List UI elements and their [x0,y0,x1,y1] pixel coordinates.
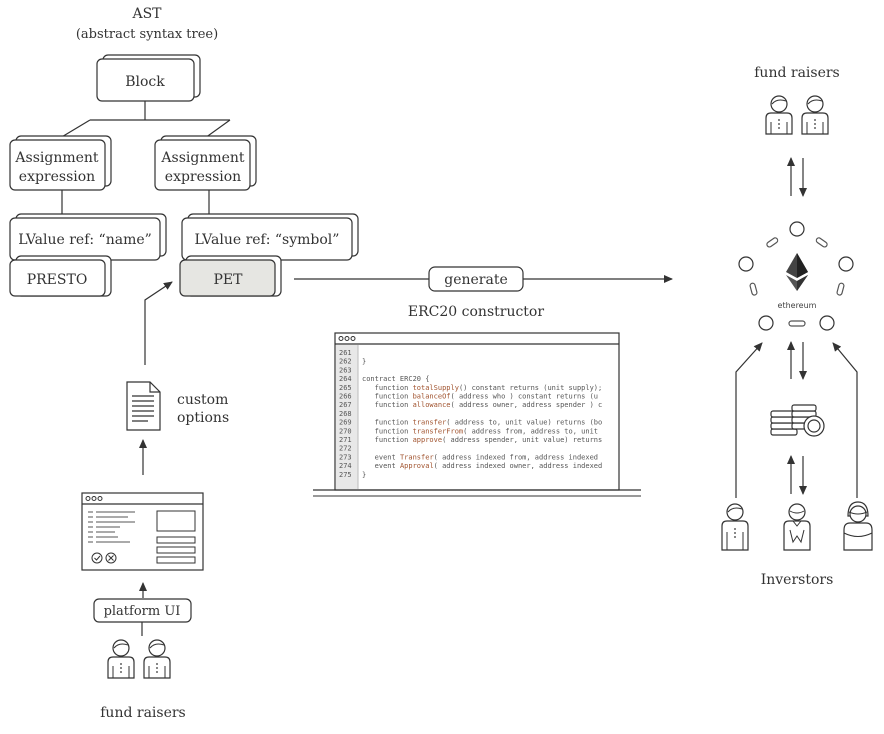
lvalue-node-1: LValue ref: “name” [9,213,167,261]
assignment-label-1a: Assignment [14,150,99,166]
custom-options-label-2: options [177,410,229,426]
tree-connector [59,101,231,139]
code-line-number: 272 [339,445,352,453]
investors-label: Inverstors [761,572,834,588]
document-icon [126,381,161,431]
code-line-number: 268 [339,410,352,418]
pet-node: PET [179,255,282,297]
code-line-number: 269 [339,419,352,427]
code-line-text: function totalSupply() constant returns … [362,384,602,392]
code-line-number: 265 [339,384,352,392]
investors-icon [721,501,873,551]
code-line-number: 264 [339,375,352,383]
presto-label: PRESTO [27,272,88,288]
coins-icon [770,404,825,437]
lvalue-node-2: LValue ref: “symbol” [181,213,359,261]
constructor-title: ERC20 constructor [408,304,544,320]
presto-node: PRESTO [9,255,112,297]
code-line-text: } [362,358,366,366]
code-line-text: function balanceOf( address who ) consta… [362,393,598,401]
code-line-number: 267 [339,401,352,409]
custom-options-label-1: custom [177,392,228,408]
code-line-text: } [362,471,366,479]
platform-ui-label: platform UI [104,604,181,619]
code-line-number: 262 [339,358,352,366]
fund-raisers-bottom-icon [107,639,171,679]
right-investor-arrow [832,342,858,498]
code-line-text: event Transfer( address indexed from, ad… [362,453,598,461]
code-line-number: 273 [339,453,352,461]
code-line-number: 266 [339,393,352,401]
code-line-text: function allowance( address owner, addre… [362,401,602,409]
code-line-number: 274 [339,462,352,470]
branch-connector [61,190,210,214]
assignment-label-2a: Assignment [160,150,245,166]
fund-raisers-top-icon [765,95,829,135]
generate-button[interactable]: generate [428,266,524,292]
generate-label: generate [444,272,508,288]
lvalue-label-1: LValue ref: “name” [18,232,152,248]
left-investor-arrow [735,342,763,498]
block-node: Block [96,54,201,102]
code-line-text: function transferFrom( address from, add… [362,427,598,435]
assignment-node-2: Assignment expression [154,135,257,191]
ast-subtitle: (abstract syntax tree) [76,27,218,42]
ethereum-network-icon: ethereum [738,221,854,331]
code-line-text: event Approval( address indexed owner, a… [362,462,602,470]
code-line-number: 275 [339,471,352,479]
ethereum-label: ethereum [778,301,817,310]
assignment-label-1b: expression [19,169,95,185]
code-line-number: 261 [339,349,352,357]
assignment-node-1: Assignment expression [9,135,112,191]
fund-raisers-bottom-label: fund raisers [100,705,186,721]
block-label: Block [125,74,165,90]
fund-raisers-top-label: fund raisers [754,65,840,81]
options-to-pet-arrow [144,281,173,365]
code-editor-window [313,332,641,497]
code-line-number: 271 [339,436,352,444]
code-line-number: 270 [339,427,352,435]
platform-ui-button[interactable]: platform UI [93,598,192,623]
assignment-label-2b: expression [165,169,241,185]
code-line-number: 263 [339,366,352,374]
code-line-text: function approve( address spender, unit … [362,436,602,444]
code-line-text: contract ERC20 { [362,375,429,383]
pet-label: PET [214,272,244,288]
code-line-text: function transfer( address to, unit valu… [362,419,602,427]
lvalue-label-2: LValue ref: “symbol” [195,232,340,248]
ast-title: AST [131,6,162,22]
platform-window-icon [81,492,204,571]
